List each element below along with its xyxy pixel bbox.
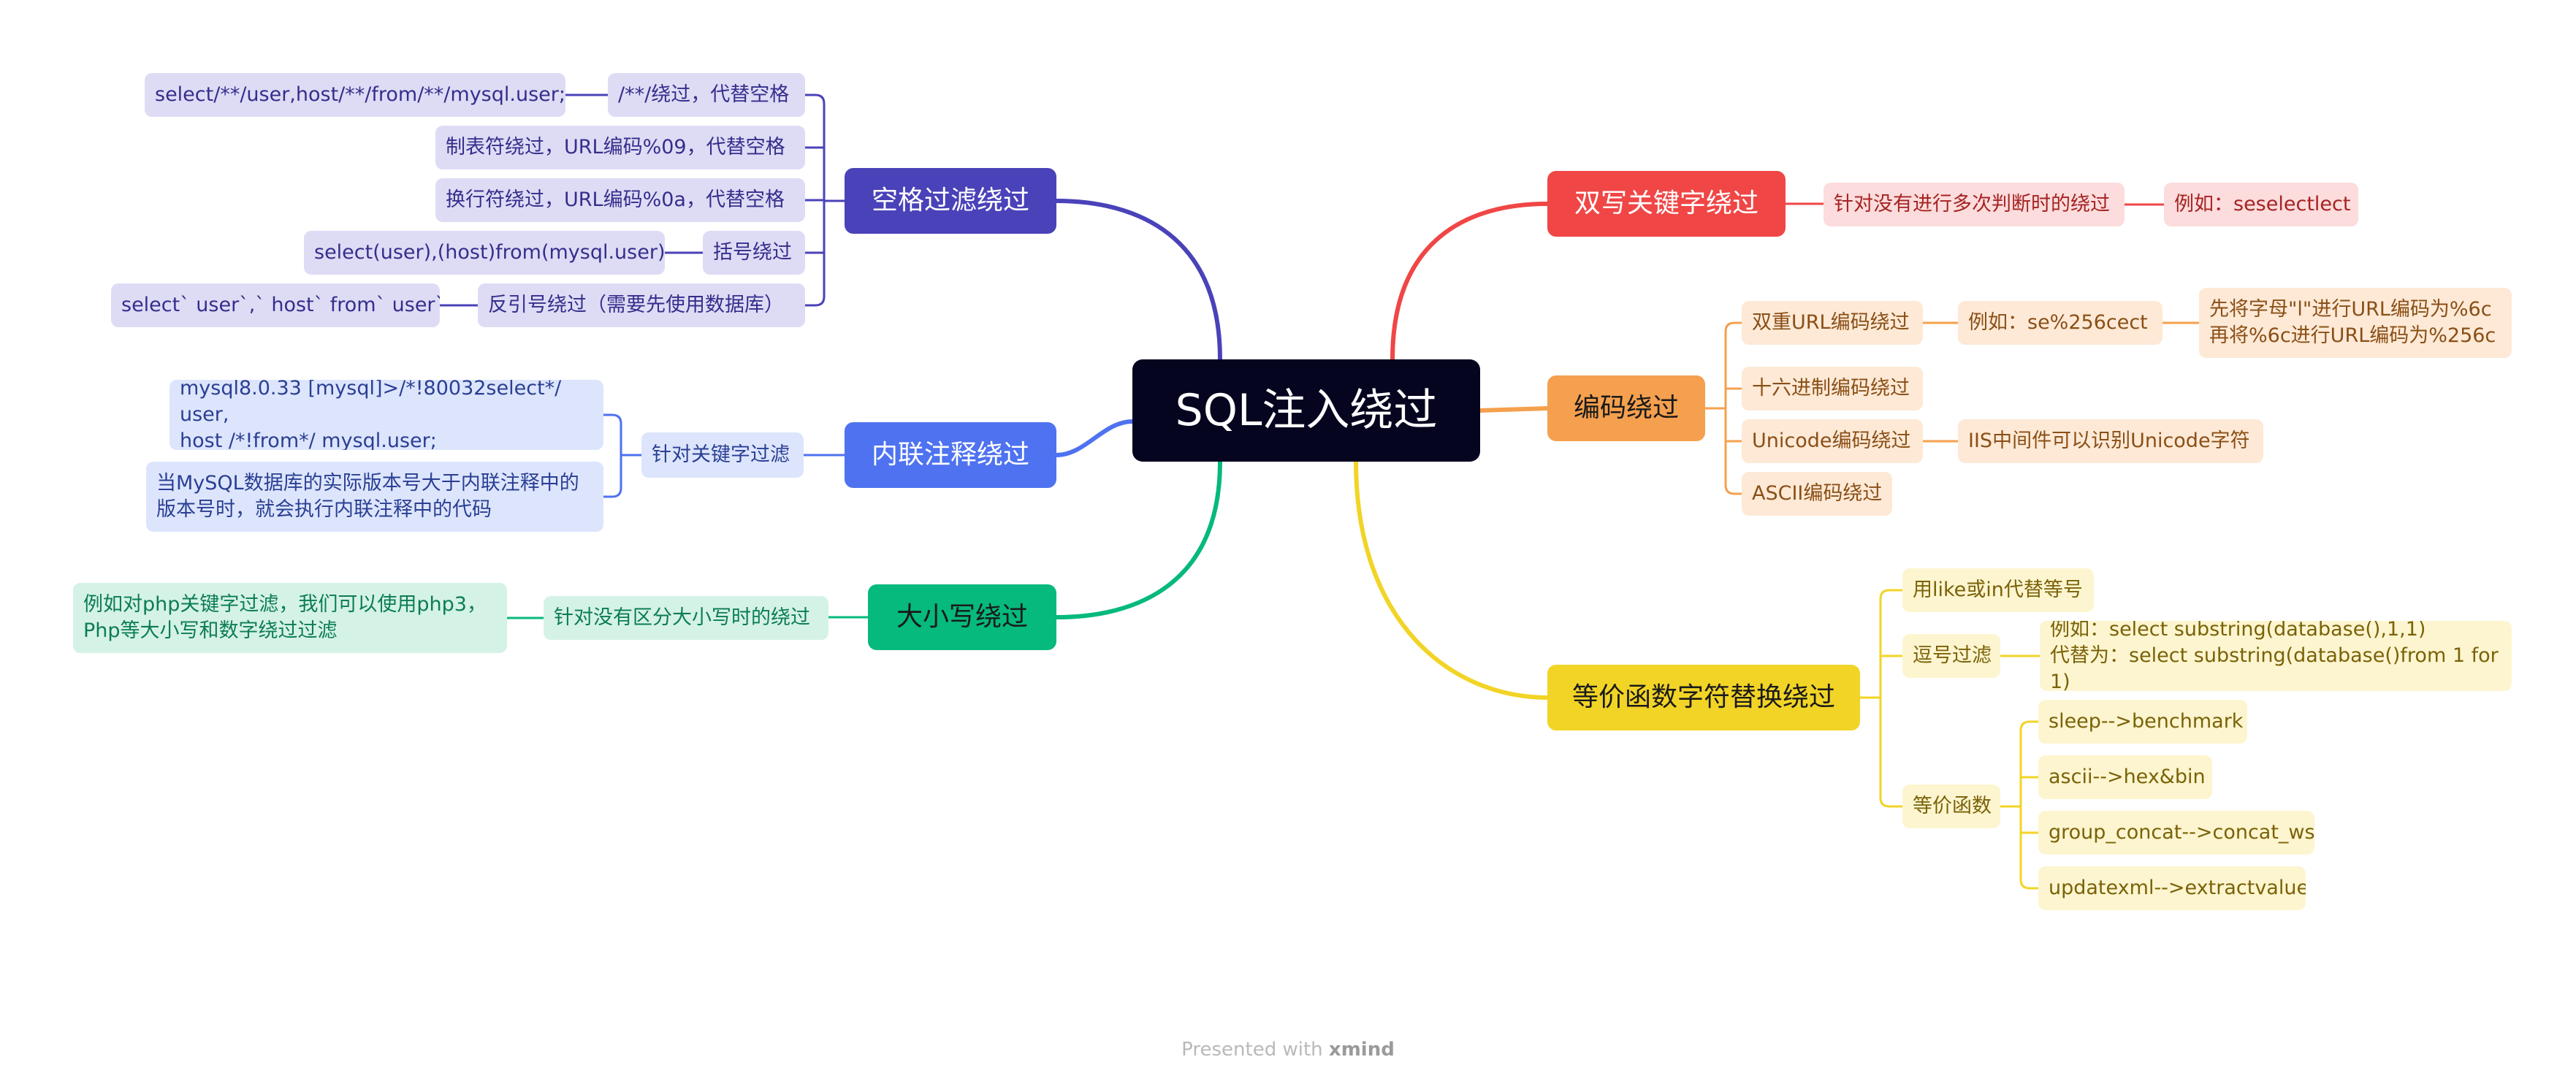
connector-center-double [1390, 202, 1550, 362]
example-line-2: 代替为：select substring(database()from 1 fo… [2050, 644, 2499, 691]
note-inline-comment-version[interactable]: 当MySQL数据库的实际版本号大于内联注释中的 版本号时，就会执行内联注释中的代… [146, 462, 603, 532]
connector-equiv-branch-2 [1879, 796, 1904, 808]
note-line-1: 当MySQL数据库的实际版本号大于内联注释中的 [156, 472, 579, 495]
subtopic-newline-bypass[interactable]: 换行符绕过，URL编码%0a，代替空格 [435, 178, 805, 222]
example-line-2: Php等大小写和数字绕过过滤 [83, 619, 338, 642]
subtopic-equivalent-functions[interactable]: 等价函数 [1902, 785, 2000, 828]
subtopic-no-multi-check[interactable]: 针对没有进行多次判断时的绕过 [1824, 183, 2125, 226]
example-parenthesis-bypass[interactable]: select(user),(host)from(mysql.user); [304, 231, 665, 275]
subtopic-double-url-encoding[interactable]: 双重URL编码绕过 [1742, 301, 1923, 345]
subtopic-tab-bypass[interactable]: 制表符绕过，URL编码%09，代替空格 [435, 126, 805, 169]
subtopic-backtick-bypass[interactable]: 反引号绕过（需要先使用数据库） [478, 283, 805, 327]
example-case-bypass[interactable]: 例如对php关键字过滤，我们可以使用php3， Php等大小写和数字绕过过滤 [73, 583, 507, 653]
example-double-keyword[interactable]: 例如：seselectlect [2164, 183, 2358, 226]
example-backtick-bypass[interactable]: select` user`,` host` from` user`; [111, 283, 440, 327]
central-topic[interactable]: SQL注入绕过 [1132, 359, 1480, 462]
subtopic-comment-bypass[interactable]: /**/绕过，代替空格 [608, 73, 805, 117]
topic-case-bypass[interactable]: 大小写绕过 [868, 584, 1056, 650]
example-comma-filter[interactable]: 例如：select substring(database(),1,1) 代替为：… [2040, 621, 2512, 691]
connector-equiv-branch-0 [1879, 589, 1904, 600]
subtopic-case-insensitive[interactable]: 针对没有区分大小写时的绕过 [544, 596, 828, 640]
connector-equiv-func-branch-3 [2019, 878, 2040, 890]
topic-equivalent-function-bypass[interactable]: 等价函数字符替换绕过 [1547, 665, 1860, 730]
connector-space-branch-0 [804, 93, 826, 105]
subtopic-keyword-filter[interactable]: 针对关键字过滤 [641, 432, 804, 478]
note-line-2: 再将%6c进行URL编码为%256c [2209, 324, 2496, 347]
connector-center-equiv [1354, 459, 1550, 700]
connector-center-inline [1054, 419, 1135, 457]
connector-center-space [1054, 199, 1222, 362]
example-inline-comment-syntax[interactable]: mysql8.0.33 [mysql]>/*!80032select*/ use… [169, 380, 603, 450]
footer-brand: xmind [1328, 1039, 1395, 1061]
function-ascii-hex-bin[interactable]: ascii-->hex&bin [2038, 755, 2212, 799]
connector-center-case [1054, 459, 1222, 619]
subtopic-comma-filter[interactable]: 逗号过滤 [1902, 634, 2000, 678]
topic-space-filter-bypass[interactable]: 空格过滤绕过 [845, 168, 1056, 234]
footer-prefix: Presented with [1181, 1039, 1329, 1061]
connector-inline-examples-branch-1 [602, 486, 622, 498]
note-line-2: 版本号时，就会执行内联注释中的代码 [156, 498, 492, 521]
example-line-1: mysql8.0.33 [mysql]>/*!80032select*/ use… [180, 380, 562, 426]
subtopic-like-in-instead-of-equals[interactable]: 用like或in代替等号 [1902, 568, 2094, 612]
example-double-url-encoding[interactable]: 例如：se%256cect [1958, 301, 2162, 345]
example-line-1: 例如：select substring(database(),1,1) [2050, 621, 2426, 641]
subtopic-hex-encoding[interactable]: 十六进制编码绕过 [1742, 367, 1923, 411]
connector-encode-branch-0 [1724, 321, 1743, 333]
note-iis-unicode[interactable]: IIS中间件可以识别Unicode字符 [1958, 419, 2263, 463]
topic-double-keyword-bypass[interactable]: 双写关键字绕过 [1547, 171, 1786, 237]
connector-space-branch-4 [804, 295, 826, 307]
subtopic-parenthesis-bypass[interactable]: 括号绕过 [703, 231, 805, 275]
footer-presented-with: Presented with xmind [0, 1039, 2576, 1061]
connector-equiv-func-branch-0 [2019, 720, 2040, 732]
topic-inline-comment-bypass[interactable]: 内联注释绕过 [845, 422, 1056, 488]
connector-encode-branch-3 [1724, 484, 1743, 495]
note-double-url-encoding[interactable]: 先将字母"l"进行URL编码为%6c 再将%6c进行URL编码为%256c [2199, 288, 2512, 358]
example-comment-bypass[interactable]: select/**/user,host/**/from/**/mysql.use… [145, 73, 565, 117]
topic-encoding-bypass[interactable]: 编码绕过 [1547, 375, 1705, 441]
example-line-2: host /*!from*/ mysql.user; [180, 430, 437, 450]
example-line-1: 例如对php关键字过滤，我们可以使用php3， [83, 593, 487, 616]
function-group-concat-concat-ws[interactable]: group_concat-->concat_ws [2038, 811, 2314, 855]
connector-center-encode [1478, 406, 1550, 413]
connector-inline-examples-branch-0 [602, 413, 622, 425]
function-updatexml-extractvalue[interactable]: updatexml-->extractvalue [2038, 866, 2306, 910]
subtopic-unicode-encoding[interactable]: Unicode编码绕过 [1742, 419, 1923, 463]
note-line-1: 先将字母"l"进行URL编码为%6c [2209, 298, 2492, 321]
function-sleep-benchmark[interactable]: sleep-->benchmark [2038, 700, 2247, 744]
subtopic-ascii-encoding[interactable]: ASCII编码绕过 [1742, 472, 1892, 516]
